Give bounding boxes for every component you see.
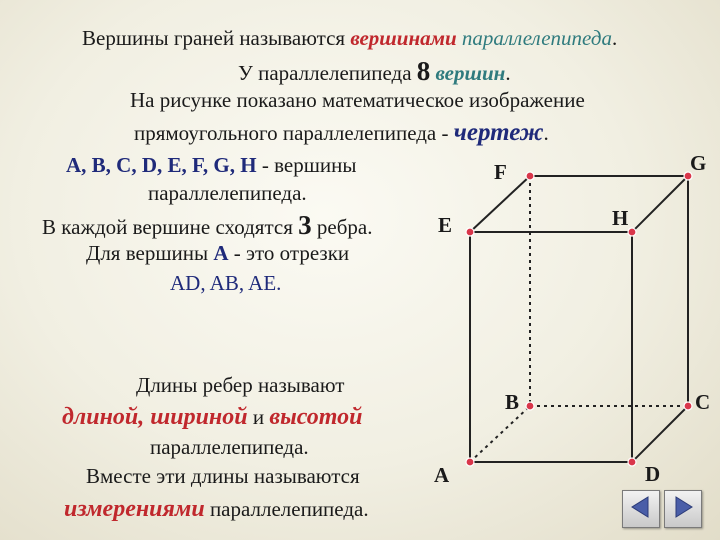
vertices-line-2: параллелепипеда. bbox=[148, 181, 307, 205]
vertex-label-f: F bbox=[494, 160, 507, 184]
visible-edges bbox=[469, 175, 689, 463]
next-slide-button[interactable] bbox=[664, 490, 702, 528]
vertex-c-dot bbox=[683, 401, 693, 411]
triangle-right-icon bbox=[670, 494, 696, 525]
line-4: прямоугольного параллелепипеда - чертеж. bbox=[134, 119, 549, 146]
previous-slide-button[interactable] bbox=[622, 490, 660, 528]
vertex-g-dot bbox=[683, 171, 693, 181]
line-3: На рисунке показано математическое изобр… bbox=[130, 88, 585, 112]
hidden-edges bbox=[469, 176, 688, 463]
vertex-label-a: A bbox=[434, 463, 450, 487]
vertex-f-dot bbox=[525, 171, 535, 181]
vertex-label-g: G bbox=[690, 151, 707, 175]
vertex-h-dot bbox=[627, 227, 637, 237]
edge-gh bbox=[631, 175, 689, 233]
vertex-a-dot bbox=[465, 457, 475, 467]
vertex-label-b: B bbox=[505, 390, 520, 414]
vertex-label-d: D bbox=[645, 462, 661, 486]
edges-count-line: В каждой вершине сходятся 3 ребра. bbox=[42, 210, 373, 240]
segments-line: AD, AB, AE. bbox=[170, 271, 282, 295]
vertex-a-line: Для вершины А - это отрезки bbox=[86, 241, 350, 265]
triangle-left-icon bbox=[628, 494, 654, 525]
vertex-b-dot bbox=[525, 401, 535, 411]
vertex-label-e: E bbox=[438, 213, 453, 237]
dimensions-line-1: Длины ребер называют bbox=[136, 373, 345, 397]
vertex-dots bbox=[465, 171, 693, 467]
vertices-line: A, B, C, D, E, F, G, H - вершины bbox=[66, 153, 357, 177]
dimensions-line-5: измерениями параллелепипеда. bbox=[64, 496, 369, 522]
line-2: У параллелепипеда 8 вершин. bbox=[238, 56, 511, 86]
dimensions-line-2: длиной, шириной и высотой bbox=[62, 404, 363, 430]
vertex-e-dot bbox=[465, 227, 475, 237]
edge-dc bbox=[631, 405, 689, 463]
edge-ef bbox=[469, 175, 531, 233]
edge-ab bbox=[469, 405, 531, 463]
vertex-label-c: C bbox=[695, 390, 711, 414]
line-1: Вершины граней называются вершинами пара… bbox=[82, 26, 618, 50]
dimensions-line-4: Вместе эти длины называются bbox=[86, 464, 360, 488]
dimensions-line-3: параллелепипеда. bbox=[150, 435, 309, 459]
vertex-d-dot bbox=[627, 457, 637, 467]
vertex-label-h: H bbox=[612, 206, 629, 230]
